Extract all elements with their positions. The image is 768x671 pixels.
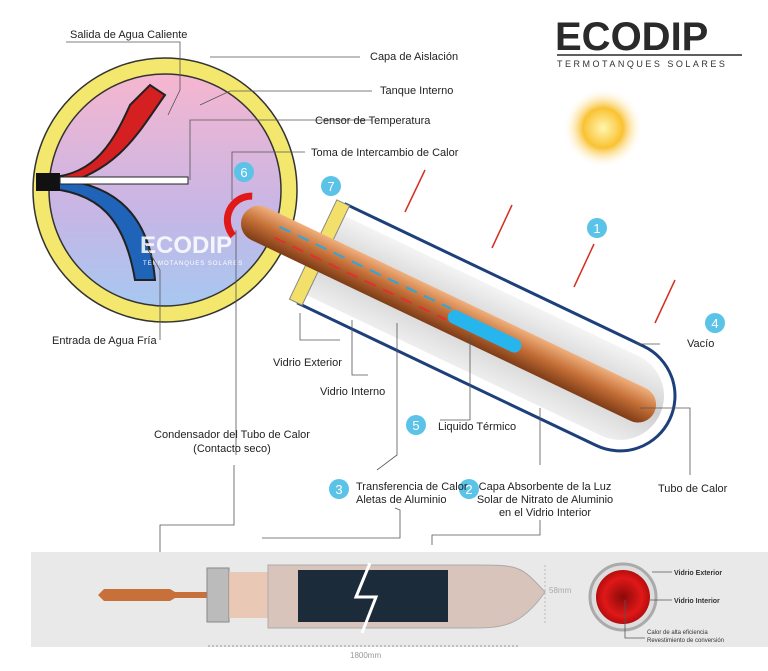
logo-text: ECODIP: [555, 15, 708, 59]
condenser-contact: [223, 192, 253, 239]
tank: ECODIP TERMOTANQUES SOLARES: [32, 57, 298, 323]
label-vidrio-exterior: Vidrio Exterior: [273, 357, 342, 369]
label-liquido: Liquido Térmico: [438, 421, 516, 433]
ecodip-logo: ECODIP TERMOTANQUES SOLARES: [555, 15, 742, 69]
label-capa-3: en el Vidrio Interior: [499, 507, 591, 519]
label-censor: Censor de Temperatura: [315, 115, 431, 127]
pipe-connector: [36, 173, 60, 191]
label-capa: Capa Absorbente de la Luz: [479, 481, 612, 493]
label-condensador: Condensador del Tubo de Calor: [154, 429, 310, 441]
thermal-liquid: [447, 310, 522, 353]
cold-water-pipe: [39, 178, 157, 281]
badge-4: 4: [711, 316, 718, 331]
leader-lines: [66, 41, 691, 585]
vacuum-tube: [223, 192, 677, 453]
label-transferencia-sub: Aletas de Aluminio: [356, 494, 447, 506]
badge-2: 2: [465, 482, 472, 497]
badge-5: 5: [412, 418, 419, 433]
label-capa-2: Solar de Nitrato de Aluminio: [477, 494, 613, 506]
hot-water-pipe: [39, 83, 167, 187]
badge-3: 3: [335, 482, 342, 497]
label-aislacion: Capa de Aislación: [370, 51, 458, 63]
badge-6: 6: [240, 165, 247, 180]
sun-rays: [404, 169, 676, 324]
tube-photo: 1800mm 58mm Vidrio Exterior Vidrio Inter…: [31, 552, 768, 660]
photo-heat-pipe: [98, 589, 210, 601]
diameter-dimension: 58mm: [549, 586, 572, 595]
photo-vidrio-interior: Vidrio Interior: [674, 598, 720, 605]
label-entrada: Entrada de Agua Fría: [52, 335, 157, 347]
sun-icon: [563, 88, 643, 168]
photo-vidrio-exterior: Vidrio Exterior: [674, 570, 722, 577]
photo-calor: Calor de alta eficiencia: [647, 630, 708, 636]
watermark-tagline: TERMOTANQUES SOLARES: [143, 261, 243, 267]
flow-arrow-blue: [279, 225, 452, 310]
label-tanque: Tanque Interno: [380, 85, 453, 97]
label-tubo: Tubo de Calor: [658, 483, 728, 495]
label-salida: Salida de Agua Caliente: [70, 29, 187, 41]
temperature-sensor: [59, 176, 189, 185]
watermark-logo: ECODIP: [140, 232, 232, 259]
logo-tagline: TERMOTANQUES SOLARES: [557, 59, 727, 69]
label-toma: Toma de Intercambio de Calor: [311, 147, 459, 159]
label-transferencia: Transferencia de Calor: [356, 481, 468, 493]
label-condensador-sub: (Contacto seco): [193, 443, 271, 455]
label-vacio: Vacío: [687, 338, 714, 350]
badge-1: 1: [593, 221, 600, 236]
cross-section: [596, 570, 650, 624]
label-vidrio-interno: Vidrio Interno: [320, 386, 385, 398]
flow-arrow-red: [274, 236, 447, 321]
badge-7: 7: [327, 179, 334, 194]
photo-revestimiento: Revestimiento de conversión: [647, 638, 724, 644]
number-badges: 1 2 3 4 5 6 7: [234, 162, 725, 499]
length-dimension: 1800mm: [350, 651, 381, 660]
